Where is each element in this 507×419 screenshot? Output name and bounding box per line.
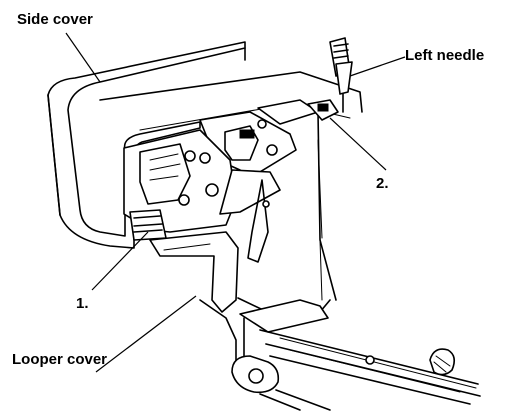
part-2-label: 2.: [376, 175, 389, 192]
leader-looper-cover: [95, 295, 197, 373]
lever-part-1: [129, 209, 239, 313]
left-needle-label: Left needle: [405, 47, 485, 64]
needle-bar: [329, 37, 353, 113]
looper-cover-label: Looper cover: [12, 351, 108, 368]
leader-left-needle: [349, 56, 406, 77]
leader-part-2: [329, 117, 387, 171]
side-cover-label: Side cover: [17, 11, 93, 28]
knife-block: [123, 129, 281, 263]
looper-plate: [231, 299, 481, 411]
leader-part-1: [91, 231, 149, 291]
part-1-label: 1.: [76, 295, 89, 312]
leader-side-cover: [65, 32, 101, 83]
